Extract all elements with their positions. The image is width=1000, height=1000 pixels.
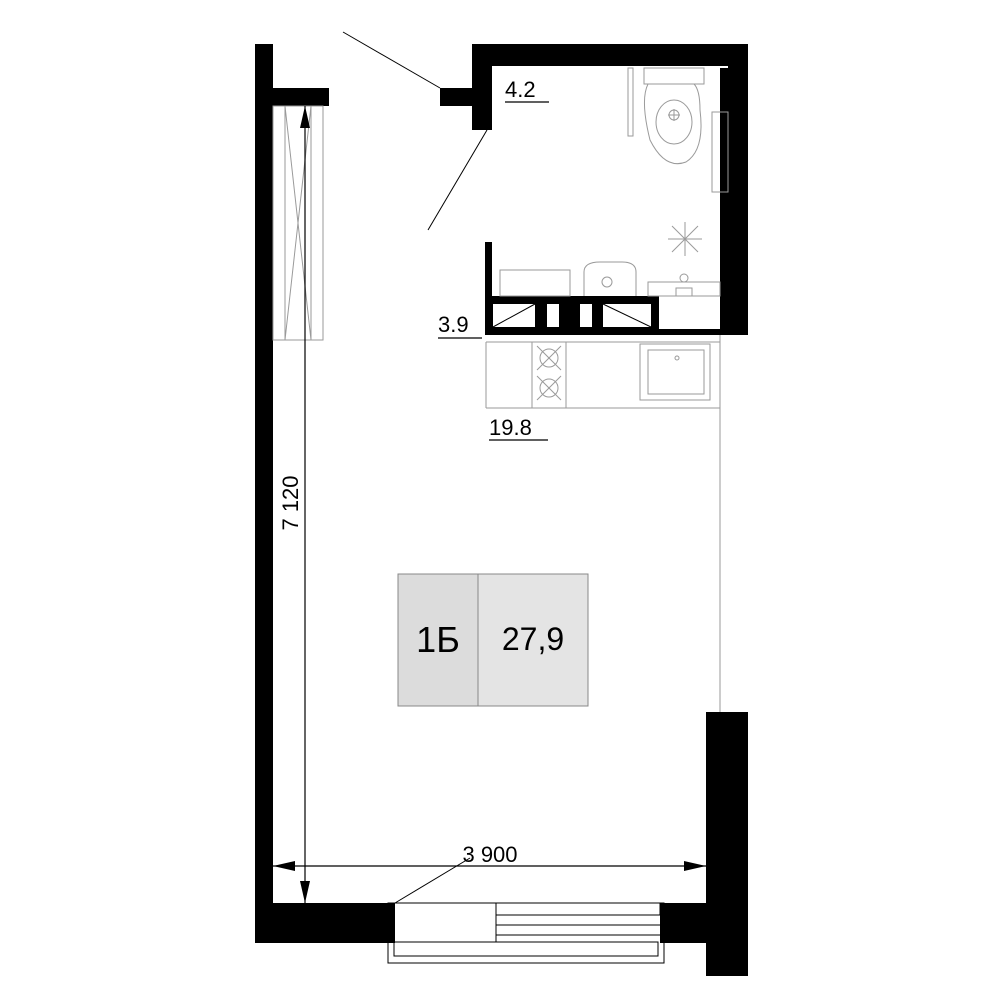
wall-bath-left (472, 44, 492, 130)
sink-icon (499, 261, 637, 297)
wall-bath-lower-left (485, 242, 492, 334)
wall-bottom-left (255, 903, 395, 943)
dimension-width-label: 3 900 (462, 842, 517, 867)
apartment-total-area: 27,9 (502, 621, 564, 657)
wall-top-bath (472, 44, 748, 66)
stove-icon (531, 341, 567, 409)
wall-right-inner (720, 68, 728, 334)
room-area-wc: 4.2 (505, 77, 536, 102)
wall-right-upper (728, 44, 748, 334)
shower-drain-icon (668, 222, 702, 256)
kitchen-sink-icon (639, 343, 711, 401)
balcony-icon (387, 857, 665, 964)
wall-left (255, 44, 273, 942)
wall-bath-bottom3 (658, 329, 748, 335)
bath-towel-rail (711, 111, 729, 193)
kitchen-counter (485, 341, 720, 409)
apartment-badge: 1Б 27,9 (397, 573, 589, 707)
apartment-type: 1Б (416, 619, 460, 660)
wall-right-lower (706, 712, 748, 976)
dimension-height: 7 120 (278, 106, 310, 903)
room-area-hall: 3.9 (438, 312, 469, 337)
door-swing-icon (342, 31, 488, 231)
wall-door-jamb (440, 88, 492, 106)
wardrobe-icon (485, 296, 659, 335)
window-left (272, 105, 324, 341)
walls (255, 44, 748, 976)
dimension-height-label: 7 120 (278, 475, 303, 530)
wall-stub-top-left (255, 88, 329, 106)
dimension-width: 3 900 (273, 842, 706, 871)
room-area-living: 19.8 (489, 415, 532, 440)
toilet-icon (627, 67, 705, 165)
wall-bottom-right (660, 903, 708, 943)
washing-machine-icon (647, 273, 721, 297)
